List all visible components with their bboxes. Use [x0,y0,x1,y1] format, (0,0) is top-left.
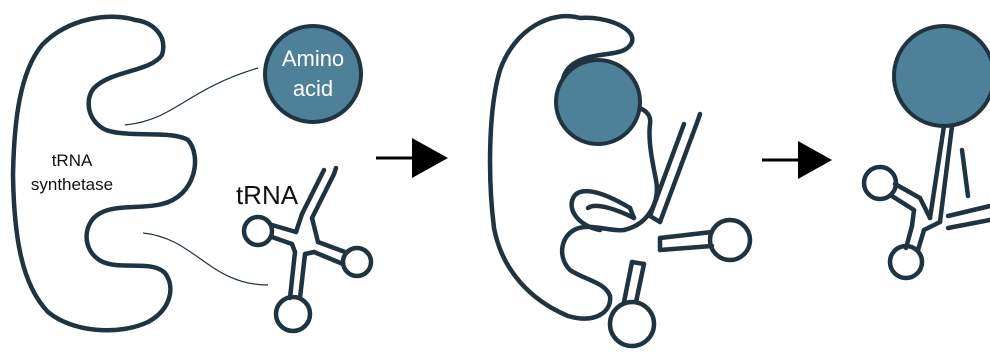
amino-acid-label-line2: acid [293,76,333,101]
trna-charged-molecule [864,126,990,278]
panel-complex [490,16,750,346]
amino-acid-bound-ball [556,60,640,144]
amino-acid-label-line1: Amino [282,46,344,71]
synthetase-label-line1: tRNA [52,151,93,170]
trna-bound-molecule [572,114,750,346]
panel-charged-trna [864,26,990,278]
amino-acid-connector-line [125,68,258,125]
arrow-right-icon [762,141,832,179]
trna-label: tRNA [236,180,299,210]
trna-synthetase-shape [13,17,195,331]
amino-acid-attached-ball [894,26,990,126]
arrow-right-icon [376,138,448,178]
synthetase-label-line2: synthetase [31,175,113,194]
panel-separate: tRNA synthetase tRNA Amino acid [13,17,371,331]
amino-acid-ball [265,26,361,122]
